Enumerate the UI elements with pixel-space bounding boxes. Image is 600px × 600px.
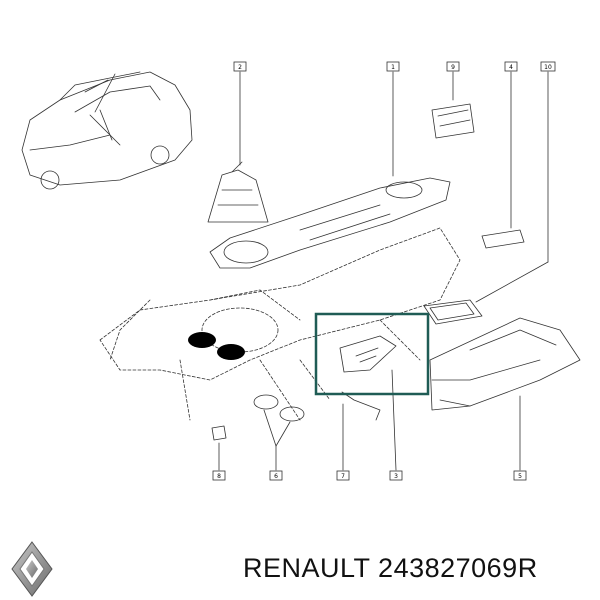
callout-3: 3 xyxy=(389,470,403,481)
svg-text:6: 6 xyxy=(274,473,278,480)
callout-10: 10 xyxy=(540,61,556,72)
brand-name: RENAULT xyxy=(243,553,371,583)
svg-text:10: 10 xyxy=(544,64,552,71)
callout-5: 5 xyxy=(513,470,527,481)
highlight-box xyxy=(314,312,430,396)
storage-tray-part xyxy=(423,299,483,325)
svg-text:7: 7 xyxy=(341,473,345,480)
leader-lines xyxy=(218,71,549,471)
callout-2: 2 xyxy=(233,61,247,72)
part-number: 243827069R xyxy=(378,553,538,583)
gear-boot-part xyxy=(207,161,269,223)
callout-6: 6 xyxy=(269,470,283,481)
car-illustration xyxy=(21,71,193,190)
gasket-left xyxy=(188,332,216,348)
bracket-part xyxy=(431,103,475,139)
svg-text:5: 5 xyxy=(518,473,522,480)
callout-7: 7 xyxy=(336,470,350,481)
callout-8: 8 xyxy=(212,470,226,481)
disc-parts xyxy=(253,394,305,422)
callout-4: 4 xyxy=(504,61,518,72)
svg-text:9: 9 xyxy=(451,64,455,71)
svg-text:4: 4 xyxy=(509,64,513,71)
svg-text:2: 2 xyxy=(238,64,242,71)
gasket-right xyxy=(217,344,245,360)
rear-console-part xyxy=(429,317,581,411)
svg-text:1: 1 xyxy=(391,64,395,71)
callout-9: 9 xyxy=(446,61,460,72)
clip-part xyxy=(211,425,227,441)
part-caption: RENAULT 243827069R xyxy=(243,553,538,584)
callout-1: 1 xyxy=(386,61,400,72)
console-trim-part xyxy=(209,177,451,269)
svg-text:8: 8 xyxy=(217,473,221,480)
lid-part xyxy=(481,229,525,249)
insert-part xyxy=(339,335,397,421)
svg-text:3: 3 xyxy=(394,473,398,480)
renault-logo-icon xyxy=(11,541,53,597)
